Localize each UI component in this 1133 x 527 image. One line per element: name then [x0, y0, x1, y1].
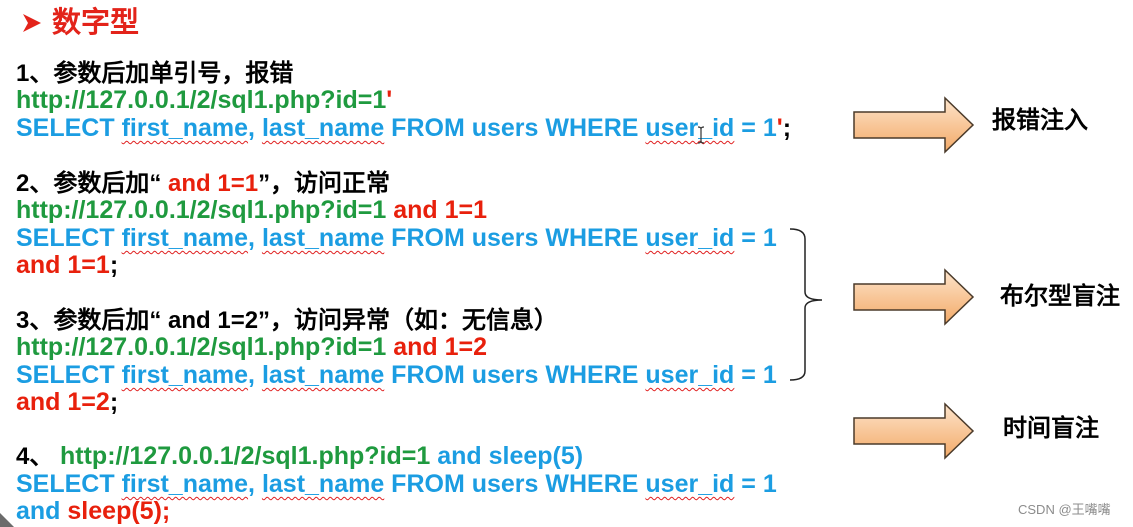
sql-select: SELECT — [16, 470, 122, 498]
sql-column-user-id: user_id — [645, 361, 735, 389]
sql-payload: and 1=2 — [16, 388, 110, 416]
sql-where-clause: FROM users WHERE — [384, 361, 646, 389]
step-3-sql: SELECT first_name , last_name FROM users… — [16, 362, 777, 389]
step-2-sql: SELECT first_name , last_name FROM users… — [16, 225, 777, 252]
step-1-heading: 1、参数后加单引号，报错 — [16, 60, 293, 87]
step-4-sql-continued: and sleep(5); — [16, 498, 170, 525]
sql-terminator: ; — [109, 251, 119, 279]
corner-triangle-icon — [0, 513, 14, 527]
step-4-sql: SELECT first_name , last_name FROM users… — [16, 471, 777, 498]
label-boolean-blind-injection: 布尔型盲注 — [1000, 283, 1120, 310]
sql-column-user-id: user_id — [645, 470, 735, 498]
sql-terminator: ; — [109, 388, 119, 416]
step-2-sql-continued: and 1=1 ; — [16, 252, 118, 279]
step-4-heading: 4、 http://127.0.0.1/2/sql1.php?id=1 and … — [16, 442, 584, 471]
sql-condition: = 1 — [734, 114, 777, 142]
sql-column-first-name: first_name — [121, 114, 249, 142]
sql-separator: , — [248, 470, 262, 498]
sql-column-first-name: first_name — [121, 470, 249, 498]
step-3-url: http://127.0.0.1/2/sql1.php?id=1 and 1=2 — [16, 334, 487, 361]
sql-payload: sleep(5); — [67, 497, 171, 525]
sql-where-clause: FROM users WHERE — [384, 224, 646, 252]
step-1-heading-text: 1、参数后加单引号，报错 — [16, 60, 294, 87]
label-error-injection: 报错注入 — [992, 107, 1088, 134]
sql-column-last-name: last_name — [261, 224, 385, 252]
arrow-right-icon — [853, 402, 975, 460]
arrow-bullet-icon — [23, 14, 41, 32]
sql-column-last-name: last_name — [261, 361, 385, 389]
sql-payload: and 1=1 — [16, 251, 110, 279]
page-title-text: 数字型 — [52, 7, 140, 39]
step-2-heading-prefix: 2、参数后加“ — [16, 170, 169, 197]
step-2-url: http://127.0.0.1/2/sql1.php?id=1 and 1=1 — [16, 197, 487, 224]
sql-select: SELECT — [16, 361, 122, 389]
page-title: 数字型 — [22, 6, 139, 40]
sql-where-clause: FROM users WHERE — [384, 114, 646, 142]
step-4-heading-prefix: 4、 — [16, 443, 61, 470]
sql-payload-and: and — [16, 497, 68, 525]
url-base: http://127.0.0.1/2/sql1.php?id=1 — [16, 86, 387, 114]
url-base: http://127.0.0.1/2/sql1.php?id=1 — [16, 196, 387, 224]
sql-column-first-name: first_name — [121, 361, 249, 389]
sql-separator: , — [248, 361, 262, 389]
sql-select: SELECT — [16, 114, 122, 142]
url-payload: and 1=1 — [386, 196, 487, 224]
watermark: CSDN @王嘴嘴 — [1018, 502, 1111, 517]
sql-select: SELECT — [16, 224, 122, 252]
sql-column-first-name: first_name — [121, 224, 249, 252]
url-payload: and sleep(5) — [430, 442, 584, 470]
step-2-heading-payload: and 1=1 — [168, 170, 259, 197]
step-3-heading: 3、参数后加“ and 1=2”，访问异常（如：无信息） — [16, 307, 558, 334]
url-payload: ' — [386, 86, 393, 114]
arrow-right-icon — [853, 96, 975, 154]
text-cursor-icon — [697, 126, 705, 144]
label-time-blind-injection: 时间盲注 — [1003, 415, 1099, 442]
step-1-url: http://127.0.0.1/2/sql1.php?id=1 ' — [16, 87, 392, 114]
sql-column-user-id: user_id — [645, 224, 735, 252]
sql-condition: = 1 — [734, 470, 777, 498]
sql-separator: , — [248, 224, 262, 252]
step-1-sql: SELECT first_name , last_name FROM users… — [16, 115, 791, 142]
step-3-heading-text: 3、参数后加“ and 1=2”，访问异常（如：无信息） — [16, 307, 559, 334]
sql-column-user-id: user_id — [645, 114, 735, 142]
curly-brace-icon — [789, 228, 823, 381]
sql-where-clause: FROM users WHERE — [384, 470, 646, 498]
sql-terminator: ; — [782, 114, 792, 142]
arrow-right-icon — [853, 268, 975, 326]
sql-column-last-name: last_name — [261, 114, 385, 142]
step-3-sql-continued: and 1=2 ; — [16, 389, 118, 416]
url-base: http://127.0.0.1/2/sql1.php?id=1 — [16, 333, 387, 361]
sql-separator: , — [248, 114, 262, 142]
url-base: http://127.0.0.1/2/sql1.php?id=1 — [60, 442, 431, 470]
sql-condition: = 1 — [734, 361, 777, 389]
sql-column-last-name: last_name — [261, 470, 385, 498]
url-payload: and 1=2 — [386, 333, 487, 361]
step-2-heading-suffix: ”，访问正常 — [258, 170, 391, 197]
step-2-heading: 2、参数后加“ and 1=1 ”，访问正常 — [16, 170, 390, 197]
sql-payload: ' — [776, 114, 783, 142]
sql-condition: = 1 — [734, 224, 777, 252]
